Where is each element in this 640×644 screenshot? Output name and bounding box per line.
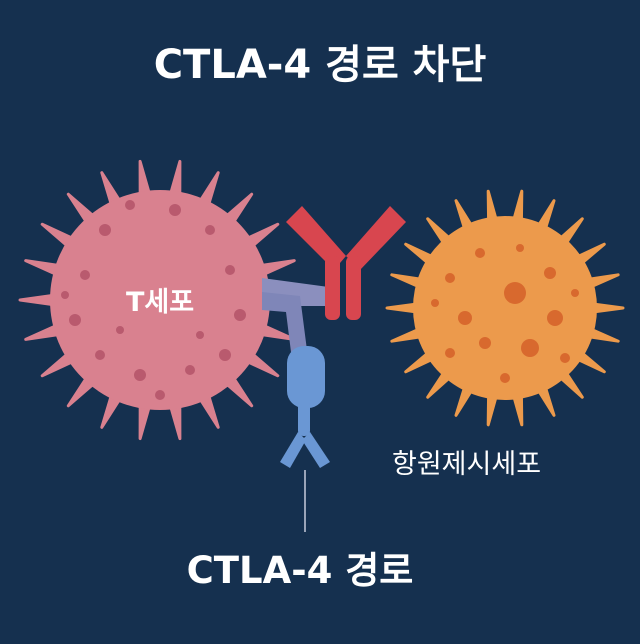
apc-dot [475,248,485,258]
diagram-title: CTLA-4 경로 차단 [153,42,487,88]
t-cell-dot [219,349,231,361]
apc-dot [544,267,556,279]
apc-dot [521,339,539,357]
ctla4-pathway-label: CTLA-4 경로 [186,549,414,592]
antigen-presenting-cell [385,189,625,427]
t-cell-dot [99,224,111,236]
apc-dot [504,282,526,304]
apc-dot [560,353,570,363]
t-cell [18,159,302,441]
apc-dot [431,299,439,307]
apc-dot [458,311,472,325]
t-cell-dot [234,309,246,321]
t-cell-dot [155,390,165,400]
apc-dot [445,348,455,358]
ctla4-receptor [280,346,330,468]
t-cell-dot [169,204,181,216]
t-cell-dot [196,331,204,339]
t-cell-dot [185,365,195,375]
apc-body [413,216,597,400]
t-cell-dot [116,326,124,334]
apc-dot [516,244,524,252]
apc-dot [500,373,510,383]
apc-dot [479,337,491,349]
t-cell-label: T세포 [125,287,195,318]
t-cell-dot [69,314,81,326]
t-cell-dot [95,350,105,360]
apc-dot [445,273,455,283]
t-cell-dot [80,270,90,280]
apc-dot [547,310,563,326]
anti-ctla4-antibody [286,206,406,320]
t-cell-dot [61,291,69,299]
t-cell-dot [225,265,235,275]
apc-label: 항원제시세포 [392,449,542,480]
t-cell-dot [125,200,135,210]
t-cell-dot [134,369,146,381]
t-cell-dot [205,225,215,235]
receptor-connector [262,292,308,360]
apc-dot [571,289,579,297]
